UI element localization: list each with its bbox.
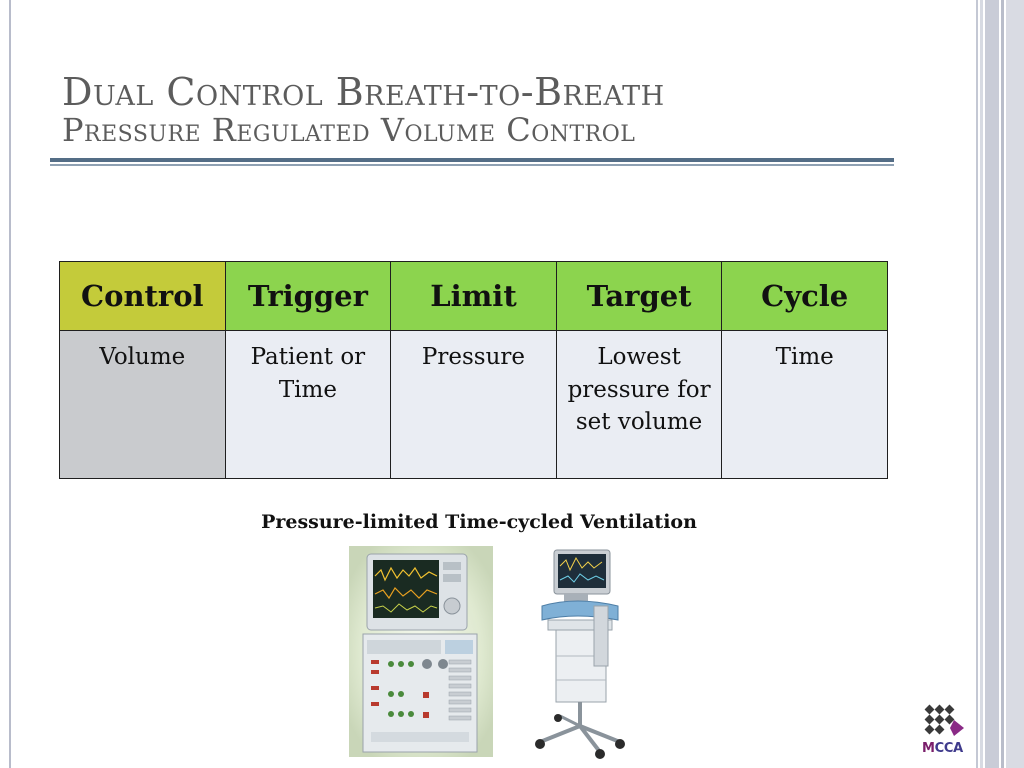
right-decorative-stripes [976,0,1024,768]
left-border-line [9,0,11,768]
header-cycle: Cycle [721,261,888,331]
title-rule-thick [50,158,894,162]
title-rule-thin [50,164,894,166]
cell-target: Lowest pressure for set volume [555,330,723,479]
ventilator-panel-image [349,546,493,757]
title-line-1: Dual Control Breath-to-Breath [62,70,665,114]
mode-table: Control Trigger Limit Target Cycle Volum… [59,261,888,479]
image-caption: Pressure-limited Time-cycled Ventilation [261,511,697,533]
logo-text: MCCA [922,741,963,756]
mcca-logo [924,704,964,736]
header-limit: Limit [390,261,557,331]
slide-title: Dual Control Breath-to-Breath Pressure R… [62,70,665,150]
cell-trigger: Patient or Time [224,330,392,479]
cell-control: Volume [59,330,226,479]
cell-cycle: Time [721,330,888,479]
header-trigger: Trigger [224,261,392,331]
title-line-2: Pressure Regulated Volume Control [62,111,636,150]
table-header-row: Control Trigger Limit Target Cycle [59,261,888,331]
header-control: Control [59,261,226,331]
ventilator-cart-image [520,546,632,760]
cell-limit: Pressure [390,330,557,479]
table-row: Volume Patient or Time Pressure Lowest p… [59,330,888,479]
header-target: Target [555,261,723,331]
